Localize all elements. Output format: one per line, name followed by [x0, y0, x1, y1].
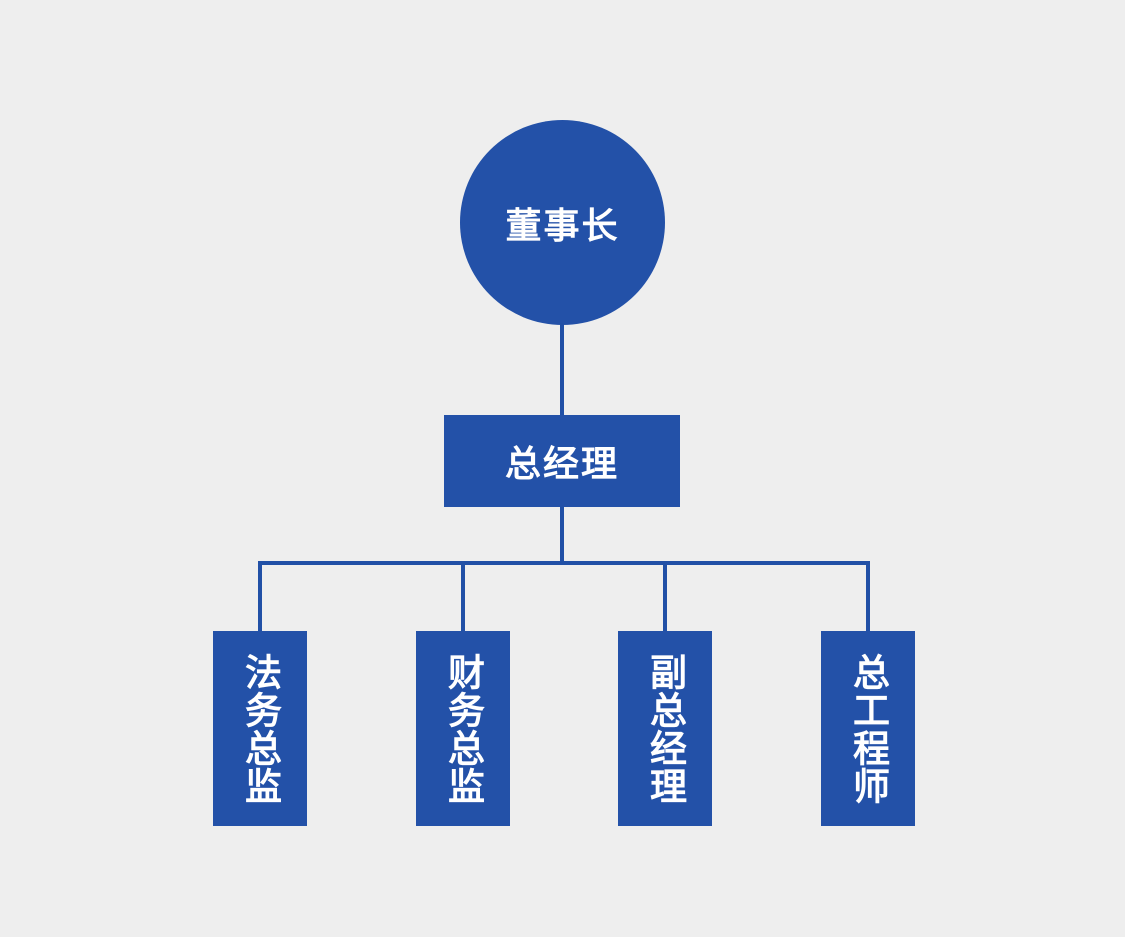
connector-bus-to-chief-engineer: [866, 561, 870, 633]
node-finance-director: 财务总监: [416, 631, 510, 826]
node-chief-engineer: 总工程师: [821, 631, 915, 826]
connector-bus-to-finance-director: [461, 561, 465, 633]
node-chairman: 董事长: [460, 120, 665, 325]
node-general-manager-label: 总经理: [504, 443, 619, 484]
node-legal-director: 法务总监: [213, 631, 307, 826]
node-deputy-general-manager: 副总经理: [618, 631, 712, 826]
node-chairman-label: 董事长: [505, 204, 620, 246]
connector-bus-to-deputy-gm: [663, 561, 667, 633]
node-general-manager: 总经理: [444, 415, 680, 507]
connector-horizontal-bus: [258, 561, 870, 565]
node-deputy-general-manager-label: 副总经理: [644, 652, 686, 805]
node-chief-engineer-label: 总工程师: [847, 652, 889, 805]
connector-bus-to-legal-director: [258, 561, 262, 633]
node-legal-director-label: 法务总监: [239, 652, 281, 805]
node-finance-director-label: 财务总监: [442, 652, 484, 805]
connector-chairman-to-manager: [560, 323, 564, 416]
connector-manager-to-bus: [560, 507, 564, 563]
